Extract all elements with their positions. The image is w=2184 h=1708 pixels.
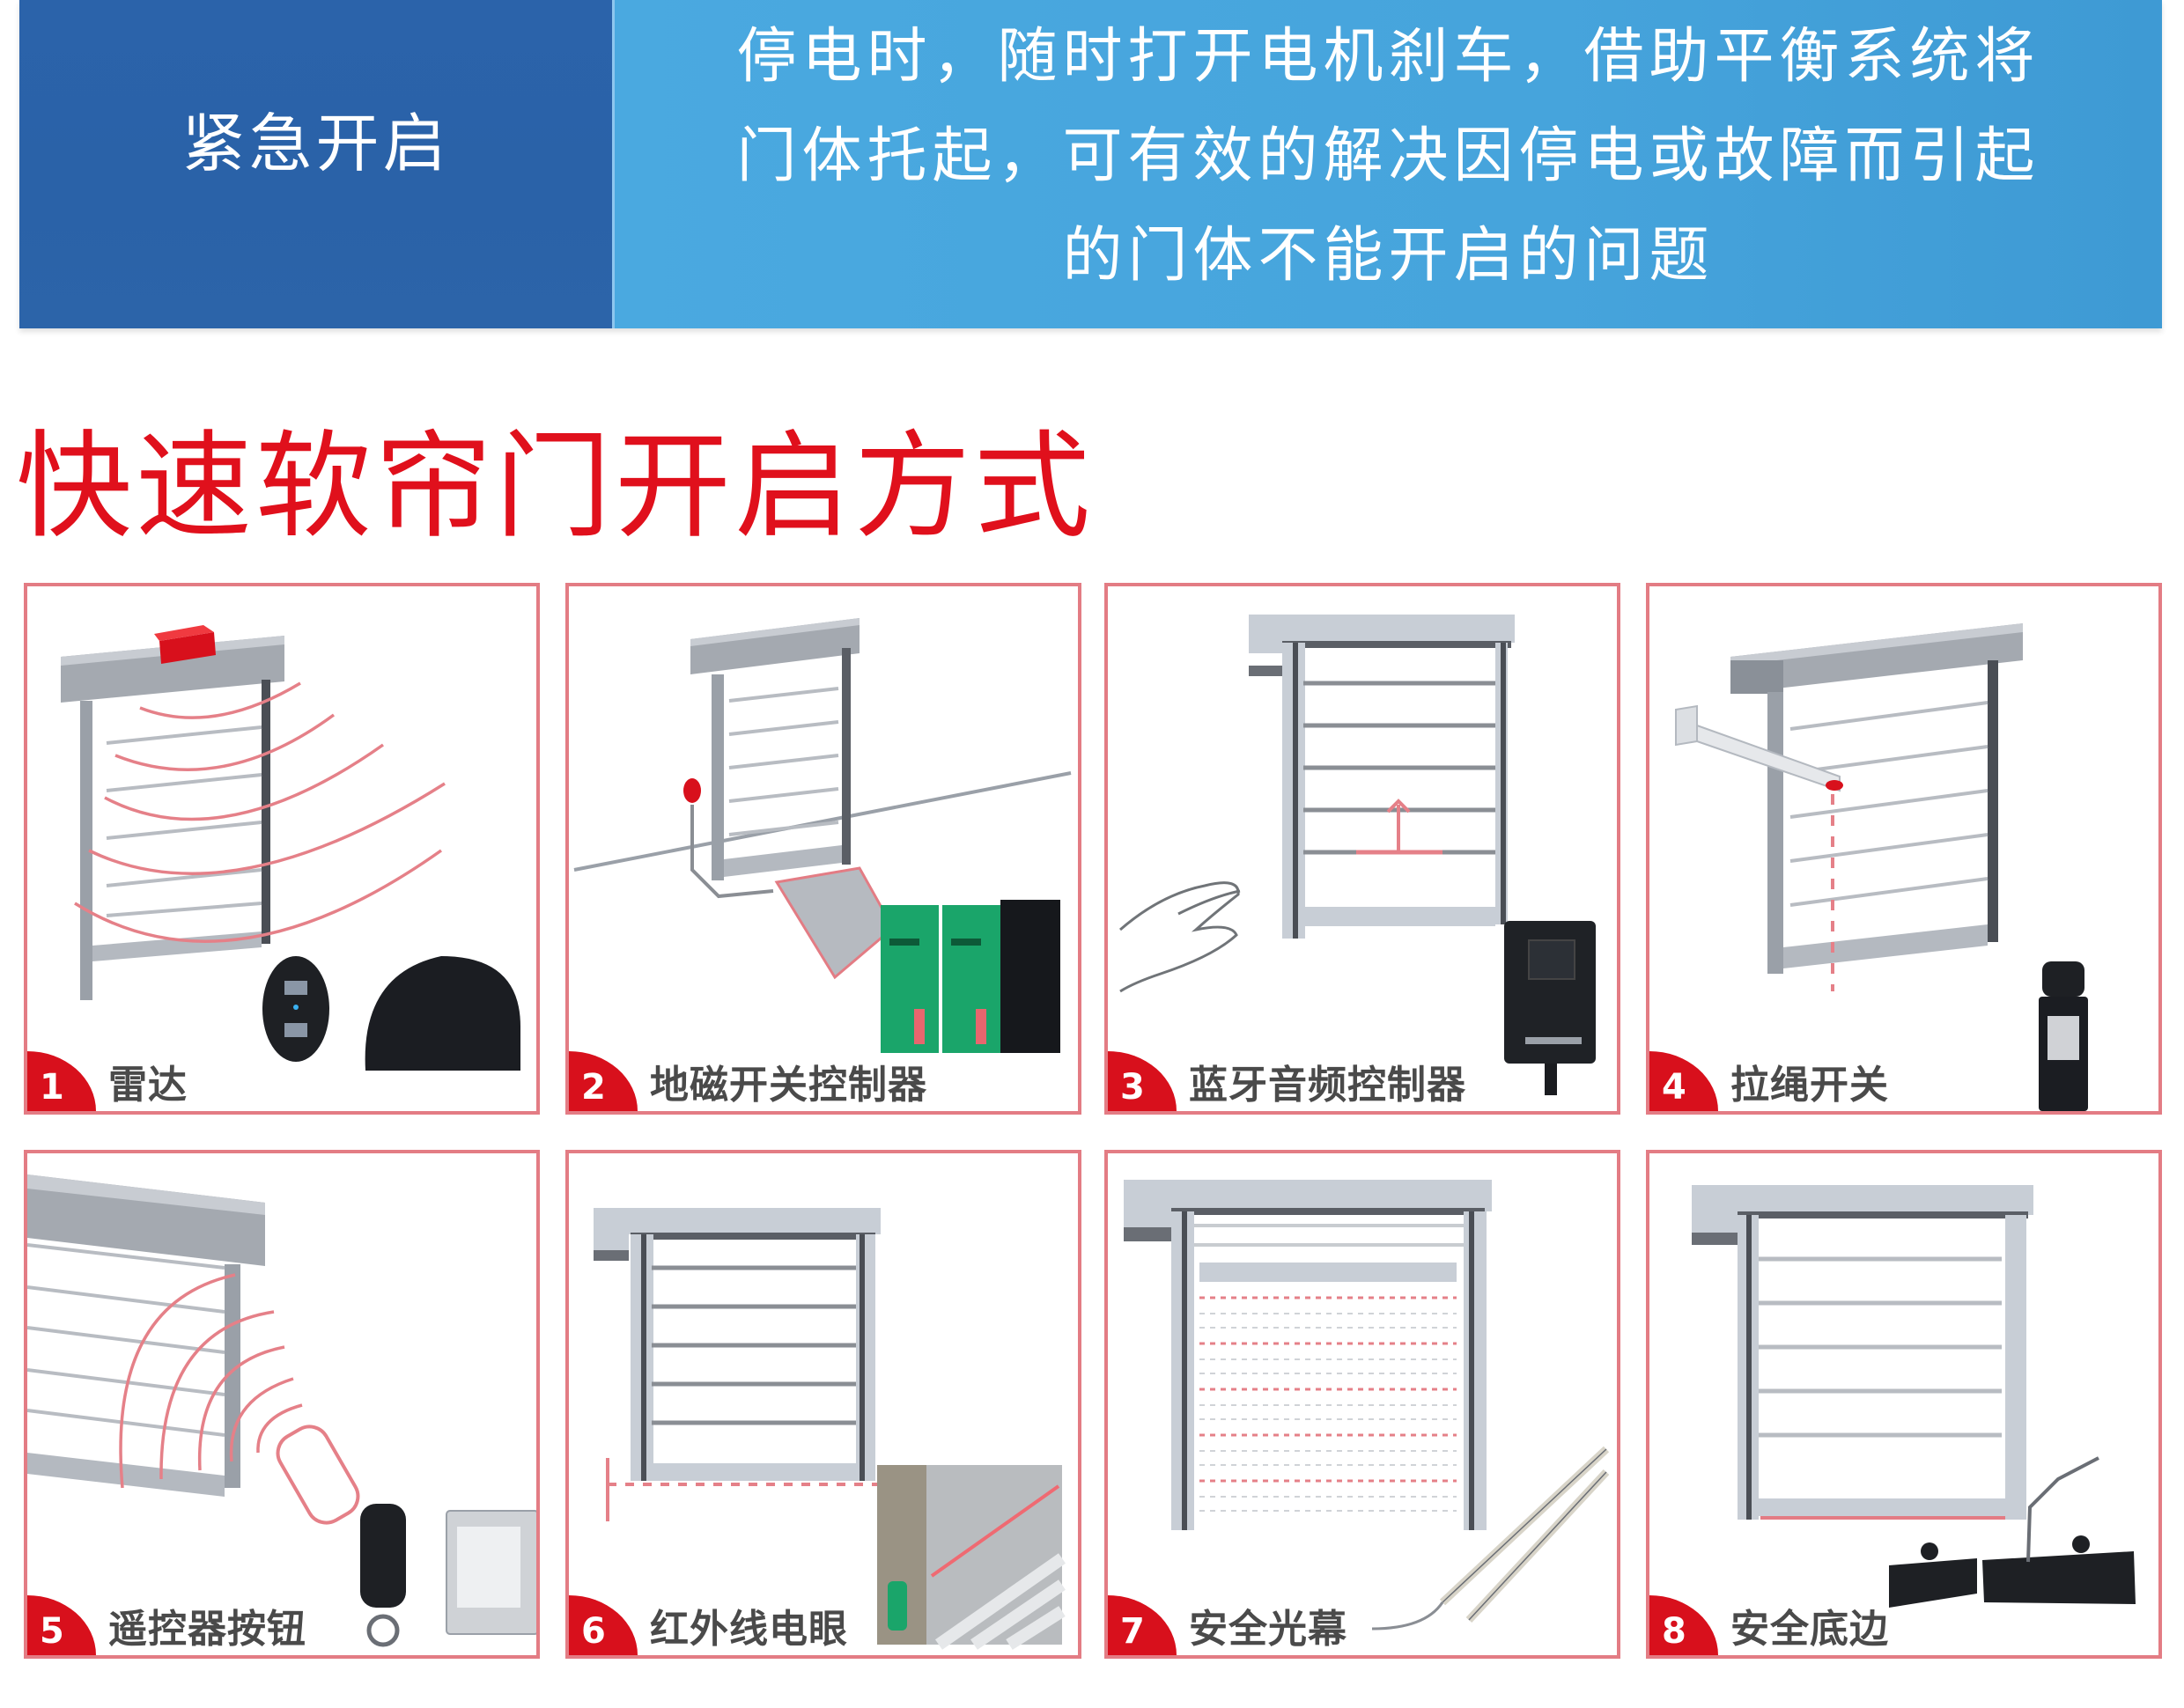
card-number: 4 xyxy=(1662,1067,1686,1108)
card-number: 5 xyxy=(40,1611,64,1652)
safety-light-curtain-icon xyxy=(1124,1180,1610,1631)
card-number-badge: 4 xyxy=(1649,1051,1718,1111)
ground-magnetic-switch-controller-icon xyxy=(573,618,1072,1053)
opening-method-card-5: 5 遥控器按钮 xyxy=(24,1150,540,1659)
card-number-badge: 6 xyxy=(569,1595,638,1655)
card-number: 6 xyxy=(581,1611,606,1652)
card-number: 1 xyxy=(40,1067,64,1108)
feature-name-panel: 紧急开启 xyxy=(19,0,612,328)
radar-sensor-icon xyxy=(61,625,520,1071)
card-label: 拉绳开关 xyxy=(1730,1063,1889,1108)
card-label: 遥控器按钮 xyxy=(108,1607,306,1652)
opening-method-card-3: 3 蓝牙音频控制器 xyxy=(1104,583,1620,1115)
card-number: 3 xyxy=(1120,1067,1145,1108)
emergency-open-banner: 紧急开启 停电时，随时打开电机刹车，借助平衡系统将 门体托起，可有效的解决因停电… xyxy=(19,0,2162,328)
description-line-3: 的门体不能开启的问题 xyxy=(1062,221,1715,291)
opening-method-card-8: 8 安全底边 xyxy=(1646,1150,2162,1659)
card-label: 蓝牙音频控制器 xyxy=(1189,1063,1466,1108)
opening-method-card-2: 2 地磁开关控制器 xyxy=(565,583,1081,1115)
card-label: 安全底边 xyxy=(1730,1607,1889,1652)
bluetooth-audio-controller-icon xyxy=(1119,615,1596,1095)
feature-description-panel: 停电时，随时打开电机刹车，借助平衡系统将 门体托起，可有效的解决因停电或故障而引… xyxy=(615,0,2162,328)
card-label: 安全光幕 xyxy=(1189,1607,1347,1652)
description-line-2: 门体托起，可有效的解决因停电或故障而引起 xyxy=(736,121,2040,191)
description-line-1: 停电时，随时打开电机刹车，借助平衡系统将 xyxy=(736,22,2040,92)
card-label: 雷达 xyxy=(108,1063,188,1108)
infrared-photo-eye-icon xyxy=(594,1208,1066,1650)
opening-method-card-7: 7 安全光幕 xyxy=(1104,1150,1620,1659)
card-label: 地磁开关控制器 xyxy=(650,1063,927,1108)
opening-method-card-6: 6 红外线电眼 xyxy=(565,1150,1081,1659)
safety-bottom-edge-icon xyxy=(1692,1185,2136,1608)
card-number: 2 xyxy=(581,1067,606,1108)
card-number-badge: 8 xyxy=(1649,1595,1718,1655)
feature-name: 紧急开启 xyxy=(181,107,450,180)
opening-method-card-1: 1 雷达 xyxy=(24,583,540,1115)
banner-divider xyxy=(612,0,615,328)
pull-cord-switch-icon xyxy=(1675,623,2088,1111)
section-title: 快速软帘门开启方式 xyxy=(16,419,1094,555)
card-number: 7 xyxy=(1120,1611,1145,1652)
card-label: 红外线电眼 xyxy=(650,1607,848,1652)
remote-control-button-icon xyxy=(27,1174,536,1647)
card-number: 8 xyxy=(1662,1611,1686,1652)
opening-method-card-4: 4 拉绳开关 xyxy=(1646,583,2162,1115)
